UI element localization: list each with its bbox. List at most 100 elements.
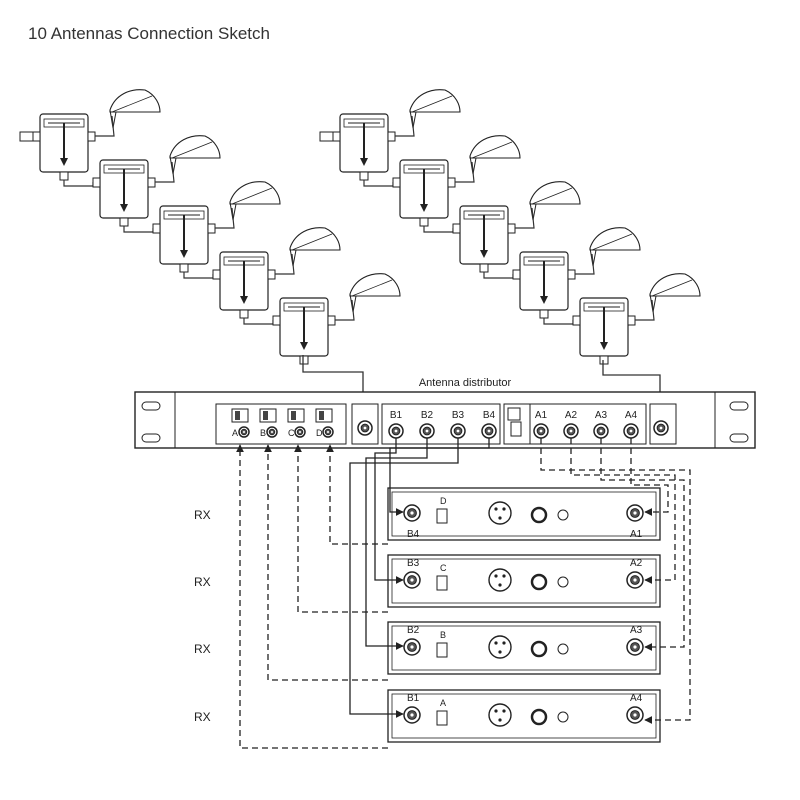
- power-switch: [507, 407, 521, 421]
- receiver-right-label: A3: [630, 625, 643, 636]
- receiver-right-label: A4: [630, 693, 643, 704]
- line-out-jack: [530, 708, 548, 726]
- rx-label: RX: [194, 710, 211, 724]
- antenna-1-4: [289, 227, 341, 267]
- output-port-A4: [623, 423, 639, 439]
- antenna-2-3: [529, 181, 581, 221]
- dc-line-B: [264, 444, 388, 681]
- output-label-B1: B1: [390, 410, 403, 421]
- receiver-right-port: [626, 706, 644, 724]
- receiver-right-port: [626, 504, 644, 522]
- antenna-2-5: [649, 273, 701, 313]
- booster-1-2: [92, 159, 156, 227]
- receiver-left-port: [403, 706, 421, 724]
- antenna-chain-1: [19, 89, 401, 365]
- antenna-2-4: [589, 227, 641, 267]
- dc-line-D: [326, 444, 388, 545]
- dc-line-C: [294, 444, 388, 613]
- receiver-left-port: [403, 504, 421, 522]
- input-label-D: D: [316, 428, 323, 438]
- antenna-lead: [275, 253, 295, 275]
- antenna-distributor: Antenna distributor: [134, 377, 756, 449]
- cable-A2-rx2: [570, 438, 676, 584]
- output-port-B1: [388, 423, 404, 439]
- antenna-lead: [455, 161, 475, 183]
- chain-1-feed-line: [302, 355, 364, 410]
- line-out-jack: [530, 573, 548, 591]
- output-label-A3: A3: [595, 410, 608, 421]
- volume-knob: [557, 576, 569, 588]
- receiver-left-port: [403, 571, 421, 589]
- output-label-B3: B3: [452, 410, 465, 421]
- antenna-chain-2: [319, 89, 701, 365]
- antenna-2-1: [409, 89, 461, 129]
- antenna-2-2: [469, 135, 521, 175]
- volume-knob: [557, 711, 569, 723]
- antenna-lead: [395, 115, 415, 137]
- receiver-3: B2 B A3: [387, 621, 661, 675]
- receiver-power-jack: [436, 710, 448, 726]
- cable-B4-rx1: [389, 438, 490, 516]
- antenna-lead: [335, 299, 355, 321]
- dc-line-A: [236, 444, 388, 749]
- distributor-label: Antenna distributor: [419, 377, 512, 389]
- output-port-A1: [533, 423, 549, 439]
- booster-1-4: [212, 251, 276, 319]
- xlr-mic-out: [488, 703, 512, 727]
- xlr-mic-out: [488, 501, 512, 525]
- antenna-in-b: [357, 420, 373, 436]
- output-port-B4: [481, 423, 497, 439]
- cable-A4-rx1: [630, 438, 669, 516]
- booster-2-5: [572, 297, 636, 365]
- booster-link: [423, 226, 454, 233]
- receiver-channel-label: B: [440, 630, 446, 640]
- output-label-A1: A1: [535, 410, 548, 421]
- receiver-4: B1 A A4: [387, 689, 661, 743]
- antenna-1-1: [109, 89, 161, 129]
- receiver-left-label: B3: [407, 558, 420, 569]
- antenna-1-3: [229, 181, 281, 221]
- antenna-1-5: [349, 273, 401, 313]
- rx-label: RX: [194, 508, 211, 522]
- booster-link: [183, 272, 214, 279]
- receiver-right-label: A2: [630, 558, 643, 569]
- antenna-1-2: [169, 135, 221, 175]
- booster-link: [123, 226, 154, 233]
- volume-knob: [557, 509, 569, 521]
- output-label-A2: A2: [565, 410, 578, 421]
- receiver-right-port: [626, 571, 644, 589]
- antenna-lead: [515, 207, 535, 229]
- booster-link: [63, 180, 94, 187]
- receiver-channel-label: A: [440, 698, 446, 708]
- input-label-B: B: [260, 428, 266, 438]
- receiver-left-label: B1: [407, 693, 420, 704]
- output-port-B3: [450, 423, 466, 439]
- dc-jack: [510, 421, 522, 437]
- antenna-lead: [95, 115, 115, 137]
- booster-2-2: [392, 159, 456, 227]
- antenna-lead: [155, 161, 175, 183]
- chain-end-cap: [19, 131, 34, 142]
- rx-label: RX: [194, 642, 211, 656]
- cable-B2-rx3: [365, 438, 428, 650]
- booster-link: [543, 318, 574, 325]
- receiver-2: B3 C A2: [387, 554, 661, 608]
- receiver-power-jack: [436, 642, 448, 658]
- receiver-left-label: B2: [407, 625, 420, 636]
- receiver-left-label: B4: [407, 529, 420, 540]
- antenna-lead: [575, 253, 595, 275]
- receiver-channel-label: C: [440, 563, 447, 573]
- output-label-B2: B2: [421, 410, 434, 421]
- input-label-A: A: [232, 428, 238, 438]
- input-port-C: [294, 426, 306, 438]
- receiver-right-port: [626, 638, 644, 656]
- cables: [236, 438, 691, 749]
- input-label-C: C: [288, 428, 295, 438]
- output-port-B2: [419, 423, 435, 439]
- receiver-power-jack: [436, 508, 448, 524]
- receiver-channel-label: D: [440, 496, 447, 506]
